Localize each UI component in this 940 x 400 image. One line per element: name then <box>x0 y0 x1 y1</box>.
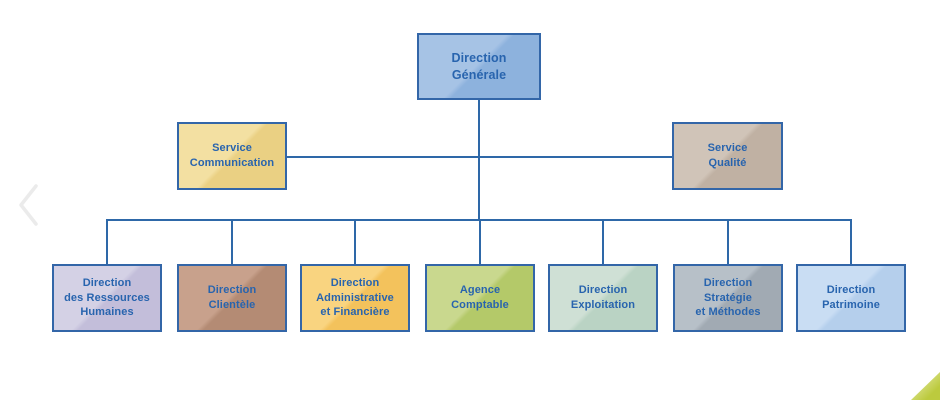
org-node-direction-administrative-financiere: Direction Administrative et Financière <box>300 264 410 332</box>
carousel-prev-button[interactable] <box>12 181 48 229</box>
connector-drop <box>850 219 852 264</box>
org-node-agence-comptable: Agence Comptable <box>425 264 535 332</box>
org-node-direction-patrimoine: Direction Patrimoine <box>796 264 906 332</box>
org-node-direction-ressources-humaines: Direction des Ressources Humaines <box>52 264 162 332</box>
connector-drop <box>602 219 604 264</box>
chevron-left-icon <box>19 184 38 226</box>
org-node-service-communication: Service Communication <box>177 122 287 190</box>
connector-root-vertical <box>478 100 480 221</box>
org-node-direction-clientele: Direction Clientèle <box>177 264 287 332</box>
connector-drop <box>479 219 481 264</box>
connector-drop <box>727 219 729 264</box>
org-node-direction-exploitation: Direction Exploitation <box>548 264 658 332</box>
connector-drop <box>106 219 108 264</box>
org-node-direction-strategie-methodes: Direction Stratégie et Méthodes <box>673 264 783 332</box>
corner-accent-triangle <box>911 372 940 400</box>
org-node-service-qualite: Service Qualité <box>672 122 783 190</box>
connector-drop <box>354 219 356 264</box>
org-node-direction-generale: Direction Générale <box>417 33 541 100</box>
connector-services-horizontal <box>287 156 672 158</box>
connector-drop <box>231 219 233 264</box>
